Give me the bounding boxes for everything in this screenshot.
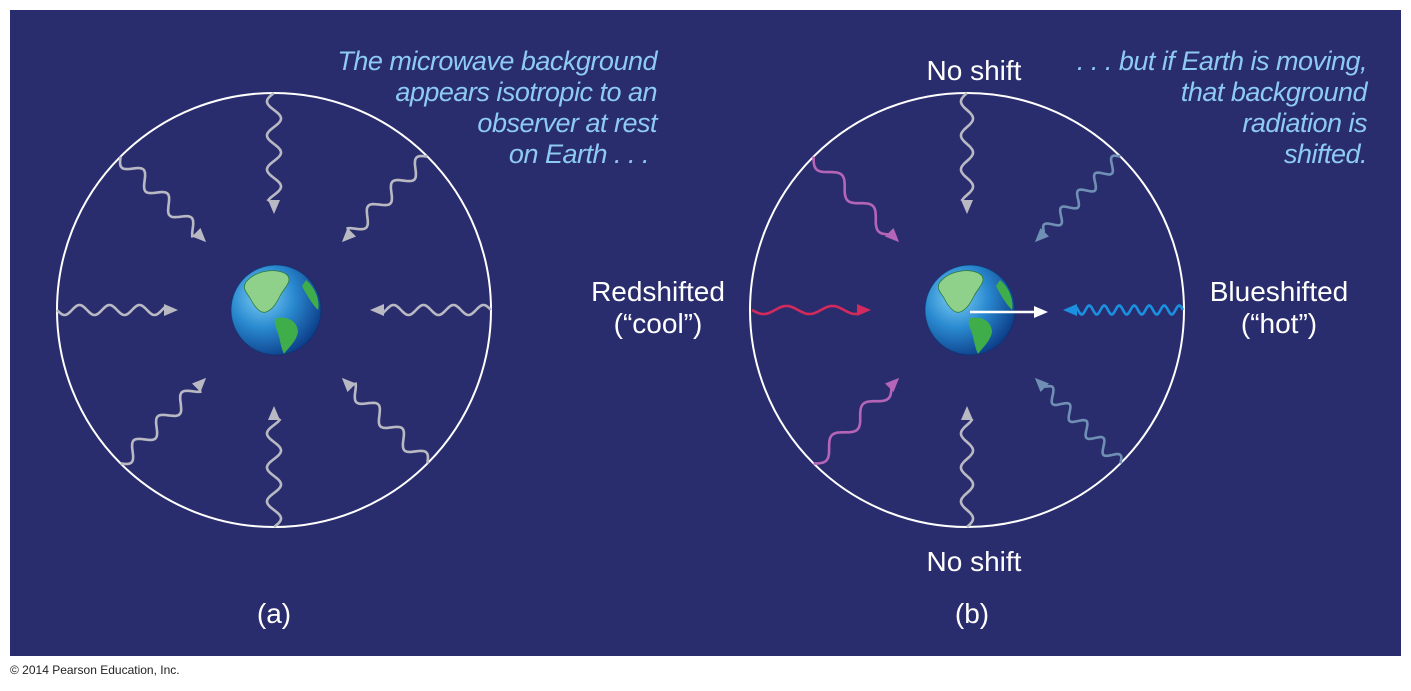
panel-b-label: (b) — [954, 598, 990, 629]
photon-arrow-no-shift — [959, 92, 975, 214]
caption-line: observer at rest — [477, 108, 657, 138]
caption-line: . . . but if Earth is moving, — [1076, 46, 1368, 76]
caption-b: . . . but if Earth is moving, that backg… — [1000, 46, 1368, 170]
no-shift-bottom-label: No shift — [926, 546, 1022, 577]
earth-icon — [230, 264, 322, 356]
caption-a: The microwave background appears isotrop… — [300, 46, 657, 170]
photon-arrow-slight-redshift — [813, 377, 900, 465]
blueshifted-label: Blueshifted (“hot”) — [1189, 276, 1369, 340]
photon-arrow-isotropic — [265, 406, 283, 529]
copyright: © 2014 Pearson Education, Inc. — [10, 663, 180, 677]
caption-line: radiation is — [1242, 108, 1367, 138]
photon-arrow-slight-redshift — [812, 156, 900, 243]
photon-arrow-isotropic — [118, 156, 207, 243]
photon-arrow-redshifted — [751, 304, 871, 316]
photon-arrow-isotropic — [341, 377, 430, 464]
redshifted-label: Redshifted (“cool”) — [568, 276, 748, 340]
photon-arrow-no-shift — [959, 406, 975, 528]
caption-line: appears isotropic to an — [395, 77, 657, 107]
label-line: Redshifted — [591, 276, 725, 307]
panel-a-label: (a) — [256, 598, 292, 629]
photon-arrow-slight-blueshift — [1034, 377, 1123, 464]
caption-line: that background — [1180, 77, 1368, 107]
photon-arrow-isotropic — [265, 91, 283, 214]
no-shift-top-label: No shift — [926, 55, 1022, 86]
photon-arrow-isotropic — [56, 303, 178, 317]
photon-arrow-blueshifted — [1063, 304, 1185, 316]
label-line: (“cool”) — [613, 308, 703, 339]
photon-arrow-slight-blueshift — [1034, 154, 1121, 243]
caption-line: on Earth . . . — [508, 139, 650, 169]
photon-arrow-isotropic — [370, 303, 492, 317]
label-line: Blueshifted — [1209, 276, 1349, 307]
label-line: (“hot”) — [1240, 308, 1318, 339]
photon-arrow-isotropic — [341, 154, 428, 243]
earth-motion-arrow — [970, 306, 1048, 318]
caption-line: shifted. — [1283, 139, 1368, 169]
earth-icon — [924, 264, 1016, 356]
caption-line: The microwave background — [337, 46, 657, 76]
photon-arrow-isotropic — [120, 377, 207, 466]
